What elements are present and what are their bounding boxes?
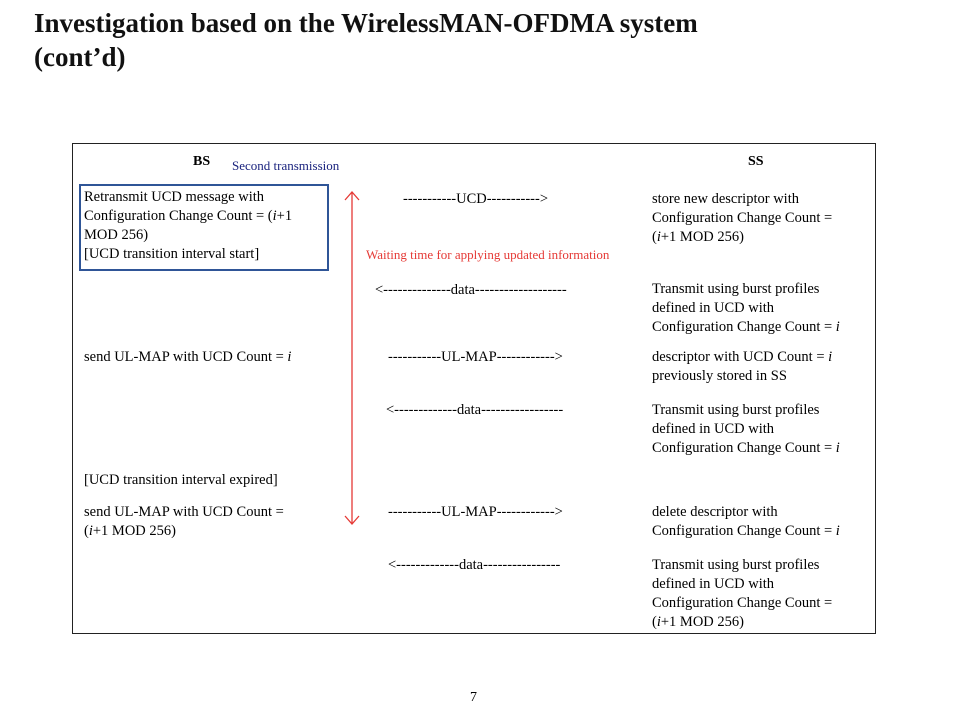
ss-entry-transmit-burst: Transmit using burst profiles defined in … bbox=[652, 401, 840, 458]
message-ucd: -----------UCD-----------> bbox=[403, 191, 549, 207]
ss-entry-line: descriptor with UCD Count = i bbox=[652, 349, 833, 365]
ss-entry-line: defined in UCD with bbox=[652, 576, 775, 592]
slide-title-line-2: (cont’d) bbox=[34, 42, 126, 72]
bs-entry-send-ulmap-new: send UL-MAP with UCD Count = (i+1 MOD 256… bbox=[84, 503, 284, 541]
bs-entry-line: send UL-MAP with UCD Count = bbox=[84, 504, 284, 520]
bs-entry-line: Configuration Change Count = (i+1 bbox=[84, 208, 293, 224]
message-data: <--------------data------------------- bbox=[375, 282, 567, 298]
ss-entry-transmit-burst-new: Transmit using burst profiles defined in … bbox=[652, 556, 832, 632]
ss-entry-line: delete descriptor with bbox=[652, 504, 778, 520]
message-data: <-------------data---------------- bbox=[388, 557, 561, 573]
slide-title-line-1: Investigation based on the WirelessMAN-O… bbox=[34, 8, 698, 38]
slide-title: Investigation based on the WirelessMAN-O… bbox=[34, 6, 914, 74]
waiting-time-arrow bbox=[344, 191, 360, 525]
ss-entry-line: Configuration Change Count = i bbox=[652, 319, 840, 335]
retransmit-highlight-box bbox=[79, 184, 329, 271]
ss-entry-line: defined in UCD with bbox=[652, 300, 775, 316]
bs-entry-line: [UCD transition interval expired] bbox=[84, 472, 278, 488]
bs-entry-send-ulmap: send UL-MAP with UCD Count = i bbox=[84, 348, 291, 367]
ss-entry-line: Transmit using burst profiles bbox=[652, 402, 820, 418]
second-transmission-label: Second transmission bbox=[232, 158, 340, 173]
bs-entry-line: Retransmit UCD message with bbox=[84, 189, 265, 205]
bs-entry-line: send UL-MAP with UCD Count = i bbox=[84, 349, 292, 365]
bs-header: BS bbox=[193, 154, 211, 169]
bs-entry-line: (i+1 MOD 256) bbox=[84, 523, 176, 539]
bs-entry-line: [UCD transition interval start] bbox=[84, 246, 260, 262]
message-ulmap: -----------UL-MAP------------> bbox=[388, 349, 563, 365]
bs-entry-line: MOD 256) bbox=[84, 227, 149, 243]
ss-entry-line: store new descriptor with bbox=[652, 191, 799, 207]
ss-header: SS bbox=[748, 154, 764, 169]
page-number: 7 bbox=[470, 690, 477, 705]
ss-entry-transmit-burst: Transmit using burst profiles defined in … bbox=[652, 280, 840, 337]
ss-entry-line: Configuration Change Count = bbox=[652, 210, 833, 226]
ss-entry-line: defined in UCD with bbox=[652, 421, 775, 437]
ss-entry-line: Configuration Change Count = i bbox=[652, 440, 840, 456]
bs-entry-transition-expired: [UCD transition interval expired] bbox=[84, 471, 278, 490]
message-ulmap: -----------UL-MAP------------> bbox=[388, 504, 563, 520]
ss-entry-line: previously stored in SS bbox=[652, 368, 787, 384]
ss-entry-line: (i+1 MOD 256) bbox=[652, 229, 744, 245]
sequence-diagram bbox=[72, 143, 876, 634]
ss-entry-line: Configuration Change Count = bbox=[652, 595, 833, 611]
waiting-time-label: Waiting time for applying updated inform… bbox=[366, 247, 610, 262]
ss-entry-line: Transmit using burst profiles bbox=[652, 557, 820, 573]
ss-entry-previous-descriptor: descriptor with UCD Count = i previously … bbox=[652, 348, 832, 386]
ss-entry-line: (i+1 MOD 256) bbox=[652, 614, 744, 630]
message-data: <-------------data----------------- bbox=[386, 402, 564, 418]
ss-entry-line: Transmit using burst profiles bbox=[652, 281, 820, 297]
ss-entry-line: Configuration Change Count = i bbox=[652, 523, 840, 539]
